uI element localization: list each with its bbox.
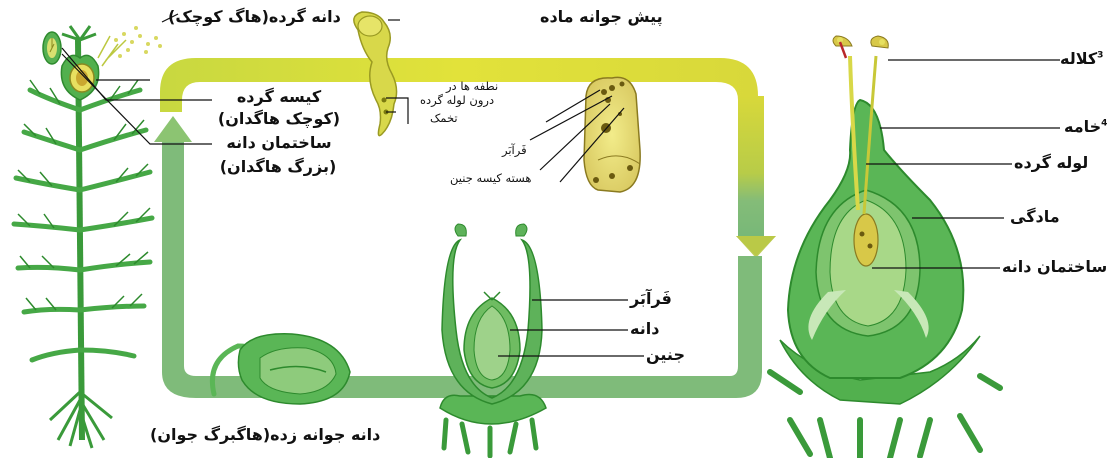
label-ovule-right: ساختمان دانه bbox=[1002, 258, 1107, 276]
stigma-text: کلاله bbox=[1060, 49, 1097, 68]
label-integument-top: فَرآبَر bbox=[502, 144, 527, 157]
label-germinated-seed: دانه جوانه زده(هاگبرگ جوان) bbox=[150, 426, 380, 444]
label-pollen-grain: دانه گرده(هاگ کوچک) bbox=[168, 8, 341, 26]
style-text: خامه bbox=[1064, 117, 1101, 136]
label-style: 4خامه bbox=[1064, 118, 1107, 136]
label-integument: فَرآبَر bbox=[630, 290, 672, 308]
label-ovule: ساختمان دانه bbox=[214, 134, 344, 152]
plant-illustration bbox=[14, 26, 162, 448]
pollen-dots bbox=[114, 26, 162, 58]
label-egg: تخمک bbox=[430, 112, 458, 125]
label-embryo-sac-nucleus: هسته کیسه جنین bbox=[450, 172, 531, 185]
label-seed: دانه bbox=[630, 320, 659, 338]
label-embryo: جنین bbox=[646, 346, 685, 364]
label-pollen-sac: کیسه گرده bbox=[214, 88, 344, 106]
label-stigma: 3کلاله bbox=[1060, 50, 1103, 68]
label-pistil: مادگی bbox=[1010, 208, 1060, 226]
label-sperm-nuclei-line2: درون لوله گرده bbox=[420, 94, 494, 107]
label-pollen-tube: لوله گرده bbox=[1014, 154, 1088, 172]
label-pollen-sac-sub: (کوچک هاگدان) bbox=[204, 110, 354, 128]
style-note: 4 bbox=[1101, 119, 1107, 129]
pistil-icon bbox=[770, 36, 1000, 458]
label-ovule-sub: (بزرگ هاگدان) bbox=[200, 158, 356, 176]
stigma-note: 3 bbox=[1097, 51, 1103, 61]
label-female-prothallus: پیش جوانه ماده bbox=[540, 8, 663, 26]
flower-cluster bbox=[43, 26, 126, 100]
seed-icon bbox=[440, 224, 546, 456]
label-sperm-nuclei: نطفه ها در bbox=[446, 80, 498, 93]
